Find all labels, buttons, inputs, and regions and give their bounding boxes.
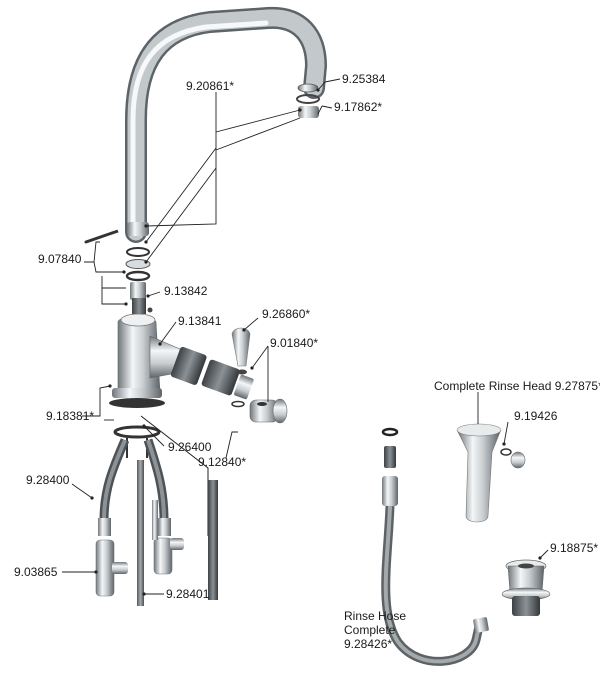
label-rinse-hose-line1: Rinse Hose: [344, 609, 406, 623]
aerator-part: [296, 83, 320, 118]
label-handle-cap: 9.12840*: [198, 455, 246, 469]
supply-hoses: [98, 438, 171, 536]
label-mounting-nut: 9.26400: [168, 440, 212, 454]
label-aerator-b: 9.17862*: [334, 100, 382, 114]
rinse-hose-part: [381, 427, 489, 666]
label-supply-hose: 9.28400: [26, 473, 70, 487]
label-orings: 9.07840: [38, 252, 82, 266]
part-labels: 9.20861* 9.25384 9.17862* 9.07840 9.1384…: [14, 72, 600, 651]
label-rinse-hub: 9.18875*: [550, 541, 598, 555]
label-bonnet: 9.13841: [178, 314, 222, 328]
rinse-hub-part: [501, 559, 551, 616]
label-handle-screw: 9.01840*: [270, 336, 318, 350]
label-rinse-head: Complete Rinse Head 9.27875*: [434, 379, 600, 393]
label-check-valve: 9.03865: [14, 565, 58, 579]
pull-rod-part: [137, 415, 218, 606]
leader-dots: [90, 88, 542, 596]
label-aerator-a: 9.25384: [342, 72, 386, 86]
handle-part: [231, 398, 288, 424]
label-rinse-hose-line2: Complete: [344, 623, 396, 637]
label-cartridge: 9.13842: [164, 284, 208, 298]
handle-lever-part: [231, 327, 251, 375]
label-handle-lever: 9.26860*: [262, 307, 310, 321]
bonnet-part: [170, 346, 254, 400]
cartridge-part: [132, 298, 153, 314]
label-rinse-washer: 9.19426: [514, 409, 558, 423]
o-ring-set: [84, 229, 151, 300]
label-rinse-hose-line3: 9.28426*: [344, 637, 392, 651]
spout-part: [125, 6, 328, 243]
check-valve-part: [95, 537, 184, 597]
label-spout: 9.20861*: [186, 79, 234, 93]
label-base-gasket: 9.18381*: [46, 409, 94, 423]
leader-lines: [62, 78, 549, 595]
label-pull-rod: 9.28401: [166, 587, 210, 601]
faucet-body: [109, 313, 183, 408]
rinse-head-part: [456, 423, 526, 523]
